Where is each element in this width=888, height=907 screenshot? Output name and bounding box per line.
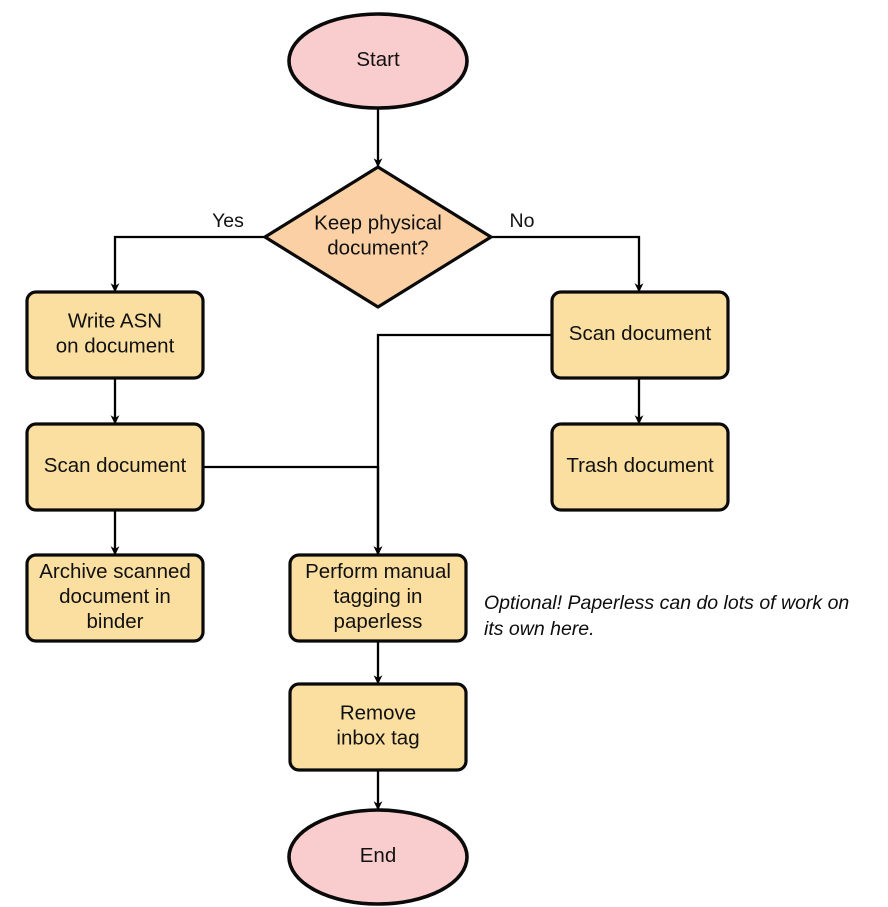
edge-line-decision-yes [110,235,265,293]
edge-decision-no: No [491,210,644,293]
edge-line-scan-right-to-tagging [373,333,552,556]
node-label-scan-right: Scan document [569,322,712,345]
node-shape-archive-binder[interactable] [25,553,205,643]
node-shape-scan-right[interactable] [550,290,730,380]
edge-scan-right-to-tagging [373,333,552,556]
node-shape-keep-physical[interactable] [263,165,493,309]
annotation-optional-note: Optional! Paperless can do lots of work … [484,592,849,640]
annotation-layer: Optional! Paperless can do lots of work … [484,592,849,640]
node-label-end: End [360,844,396,867]
node-shape-manual-tagging[interactable] [288,553,468,643]
edge-line-scan-left-to-tagging [203,465,383,556]
node-end[interactable]: End [287,808,469,906]
node-start[interactable]: Start [287,12,469,110]
node-label-scan-left: Scan document [44,454,187,477]
node-shape-write-asn[interactable] [25,290,205,380]
edge-layer: Yes No [110,108,644,811]
node-shape-start[interactable] [287,12,469,110]
node-shape-scan-left[interactable] [25,422,205,512]
edge-scan-left-to-tagging [203,465,383,556]
node-scan-left[interactable]: Scan document [25,422,205,512]
node-trash[interactable]: Trash document [550,422,730,512]
node-shape-trash[interactable] [550,422,730,512]
edge-decision-yes: Yes [110,210,265,293]
edge-line-decision-no [491,235,644,293]
edge-label-decision-yes: Yes [212,210,244,232]
node-scan-right[interactable]: Scan document [550,290,730,380]
node-shape-end[interactable] [287,808,469,906]
node-label-start: Start [356,48,400,71]
node-label-trash: Trash document [566,454,714,477]
node-shape-remove-inbox-tag[interactable] [288,682,468,772]
edge-label-decision-no: No [510,210,535,232]
